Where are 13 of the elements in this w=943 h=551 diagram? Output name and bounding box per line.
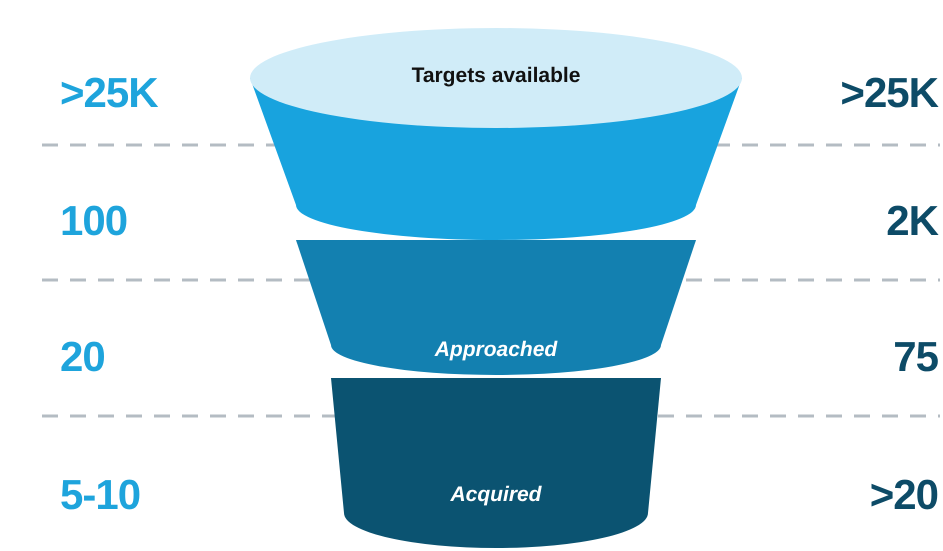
stage-label: Targets available bbox=[410, 64, 582, 88]
stage-label: Approached bbox=[434, 338, 558, 362]
target-value: 100 bbox=[60, 200, 128, 242]
target-value: 5-10 bbox=[60, 474, 140, 516]
benchmark-value: >20 bbox=[870, 474, 938, 516]
target-value: 20 bbox=[60, 336, 105, 378]
funnel-top-ellipse bbox=[250, 28, 742, 128]
target-value: >25K bbox=[60, 72, 158, 114]
benchmark-value: 75 bbox=[893, 336, 938, 378]
benchmark-value: 2K bbox=[886, 200, 938, 242]
stage-label: Acquired bbox=[449, 483, 543, 507]
benchmark-value: >25K bbox=[840, 72, 938, 114]
funnel-band bbox=[331, 378, 661, 548]
